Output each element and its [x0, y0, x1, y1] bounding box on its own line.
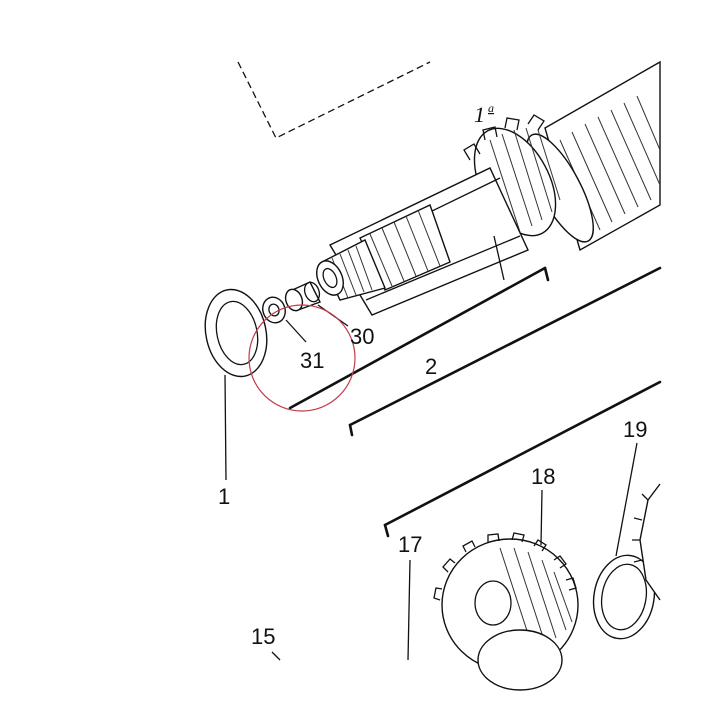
label-part-19: 19 — [623, 417, 647, 442]
label-gear-1a: 1 — [474, 102, 485, 127]
leader-17 — [407, 559, 411, 661]
bracket-lower — [383, 380, 662, 538]
washer-part-19 — [592, 442, 656, 640]
label-part-17: 17 — [398, 532, 422, 557]
highlight-circle — [248, 304, 356, 412]
main-shaft — [316, 60, 661, 316]
leader-15 — [271, 651, 281, 661]
threaded-end — [316, 239, 386, 301]
bracket-long — [348, 266, 662, 437]
label-part-31: 31 — [300, 348, 324, 373]
label-part-2: 2 — [425, 354, 437, 379]
label-gear-1a-superscript: a — [488, 101, 494, 115]
label-part-1: 1 — [218, 484, 230, 509]
washer-part-1 — [204, 288, 268, 481]
label-part-18: 18 — [531, 464, 555, 489]
gear-right-edge — [632, 483, 661, 601]
label-part-15: 15 — [251, 624, 275, 649]
housing-outline-dashed — [237, 61, 431, 139]
bracket-part-2 — [288, 266, 550, 410]
gear-part-18 — [433, 489, 579, 691]
label-part-30: 30 — [350, 324, 374, 349]
